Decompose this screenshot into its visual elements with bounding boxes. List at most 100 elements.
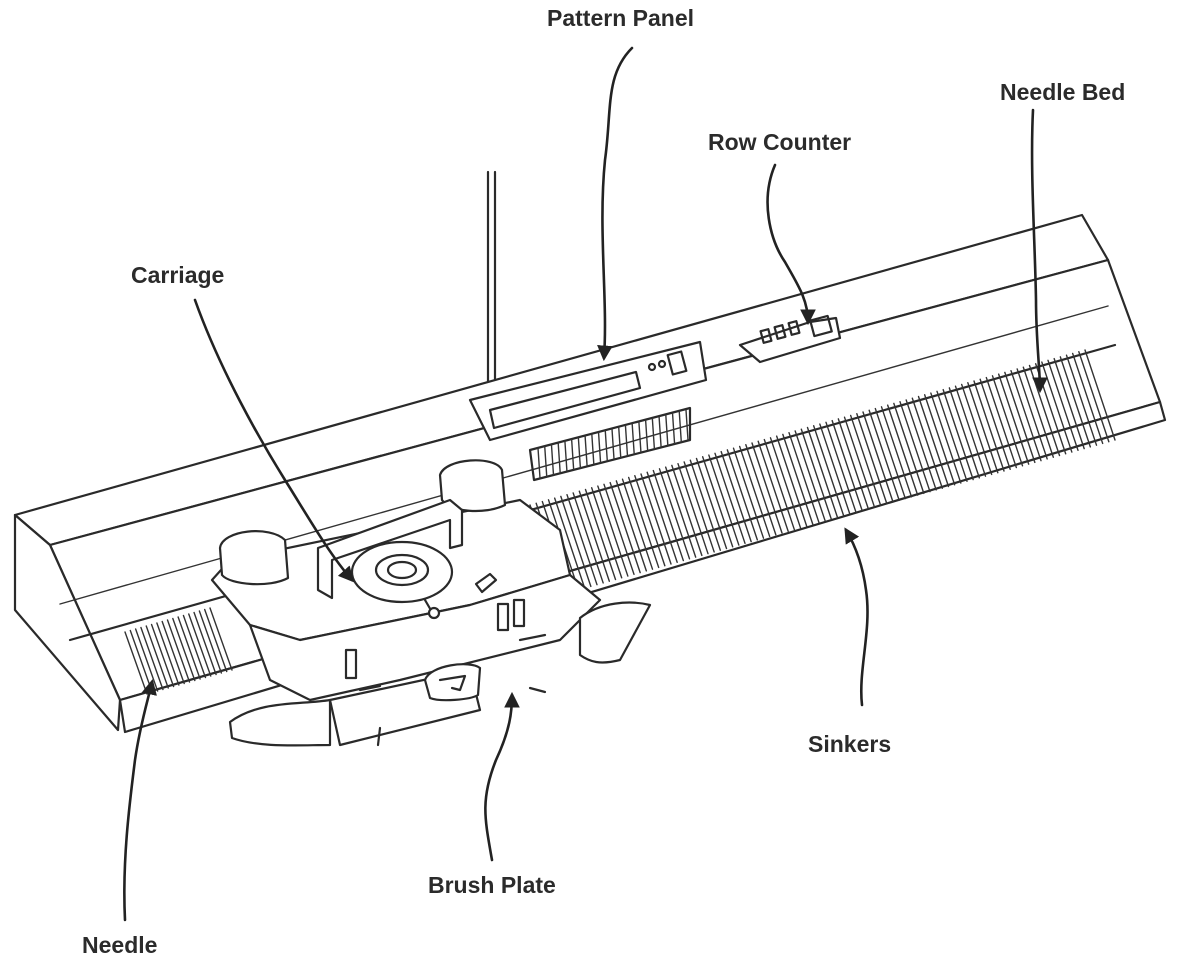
sinker-tooth bbox=[584, 488, 617, 581]
leader-needle bbox=[123, 678, 157, 922]
sinker-tooth bbox=[1078, 351, 1110, 443]
sinker-tooth bbox=[1022, 366, 1055, 458]
grille-slat bbox=[550, 443, 555, 476]
grille-slat bbox=[544, 445, 548, 477]
grille-slat bbox=[557, 442, 561, 474]
sinker-tooth bbox=[948, 387, 981, 479]
grille-slat bbox=[604, 430, 608, 462]
sinker-tooth bbox=[603, 483, 635, 576]
grille-slat bbox=[685, 409, 689, 441]
sinker-tooth bbox=[627, 476, 660, 569]
leader-row-counter bbox=[766, 163, 816, 326]
sinker-tooth bbox=[893, 402, 925, 495]
grille-slat bbox=[631, 423, 635, 455]
grille-slat bbox=[658, 416, 662, 448]
grille-slat bbox=[651, 417, 656, 450]
sinker-tooth bbox=[763, 438, 796, 531]
sinker-tooth bbox=[825, 421, 857, 514]
sinker-tooth bbox=[862, 411, 894, 503]
grille-slat bbox=[638, 421, 642, 453]
grille-slat bbox=[665, 414, 669, 446]
sinker-tooth bbox=[769, 437, 802, 529]
grille-slat bbox=[591, 433, 595, 465]
carriage bbox=[210, 459, 652, 747]
sinker-tooth bbox=[856, 413, 888, 505]
sinker-tooth bbox=[917, 395, 950, 488]
sinker-tooth bbox=[843, 416, 876, 508]
leader-brush-plate bbox=[484, 691, 520, 862]
sinker-tooth bbox=[788, 431, 820, 524]
sinker-tooth bbox=[708, 454, 740, 546]
sinker-tooth bbox=[849, 414, 882, 507]
sinker-tooth bbox=[689, 459, 722, 551]
grille-slat bbox=[618, 426, 622, 458]
needle-tooth bbox=[145, 625, 169, 689]
sinkers-row bbox=[529, 349, 1116, 596]
sinker-tooth bbox=[1065, 354, 1098, 446]
leader-lines bbox=[123, 46, 1048, 922]
sinker-tooth bbox=[578, 490, 611, 582]
sinker-tooth bbox=[1071, 352, 1104, 445]
sinker-tooth bbox=[695, 457, 728, 550]
sinker-tooth bbox=[621, 478, 654, 570]
grille-slat bbox=[570, 438, 575, 471]
sinker-tooth bbox=[831, 419, 863, 512]
sinker-tooth bbox=[794, 430, 826, 522]
needle-tooth bbox=[198, 610, 223, 674]
sinker-tooth bbox=[745, 444, 777, 536]
sinker-tooth bbox=[701, 456, 734, 548]
sinker-tooth bbox=[1047, 359, 1079, 452]
sinker-tooth bbox=[553, 497, 586, 589]
sinker-tooth bbox=[886, 404, 919, 496]
sinker-tooth bbox=[997, 373, 1030, 465]
sinker-tooth bbox=[572, 492, 604, 584]
sinker-tooth bbox=[566, 493, 598, 586]
sinker-tooth bbox=[652, 469, 685, 562]
sinker-tooth bbox=[683, 461, 715, 553]
sinker-tooth bbox=[800, 428, 833, 520]
needle-tooth bbox=[161, 620, 185, 685]
sinker-tooth bbox=[991, 375, 1024, 467]
sinker-tooth bbox=[967, 382, 999, 474]
grille-slat bbox=[671, 412, 676, 445]
needle-tooth bbox=[156, 622, 180, 686]
sinker-tooth bbox=[979, 378, 1011, 470]
sinker-tooth bbox=[782, 433, 814, 526]
sinker-tooth bbox=[819, 423, 851, 515]
sinker-tooth bbox=[646, 471, 678, 563]
sinker-tooth bbox=[726, 449, 759, 541]
sinker-tooth bbox=[634, 475, 666, 567]
sinker-tooth bbox=[1059, 356, 1092, 448]
grille-slat bbox=[611, 428, 615, 460]
sinker-tooth bbox=[597, 485, 629, 577]
leader-pattern-panel bbox=[597, 46, 634, 362]
yarn-mast bbox=[486, 170, 497, 394]
sinker-tooth bbox=[1010, 369, 1042, 462]
sinker-tooth bbox=[812, 425, 845, 517]
needle-tooth bbox=[166, 619, 191, 683]
needle-tooth bbox=[203, 608, 228, 673]
sinker-tooth bbox=[899, 400, 931, 493]
sinker-tooth bbox=[942, 388, 974, 481]
row-counter bbox=[738, 314, 842, 364]
sinker-tooth bbox=[936, 390, 968, 483]
pattern-panel bbox=[468, 340, 708, 482]
needle-tooth bbox=[209, 607, 233, 671]
sinker-tooth bbox=[560, 495, 592, 588]
sinker-tooth bbox=[1053, 357, 1085, 450]
sinker-tooth bbox=[923, 394, 956, 486]
sinker-tooth bbox=[905, 399, 937, 491]
sinker-tooth bbox=[868, 409, 900, 501]
sinker-tooth bbox=[1004, 371, 1036, 464]
sinker-tooth bbox=[930, 392, 962, 484]
grille-slat bbox=[624, 424, 629, 457]
needle-tooth bbox=[177, 616, 201, 680]
sinker-tooth bbox=[954, 385, 987, 477]
sinker-tooth bbox=[720, 450, 752, 543]
sinker-tooth bbox=[615, 480, 648, 572]
sinker-tooth bbox=[874, 407, 907, 500]
sinker-tooth bbox=[751, 442, 783, 534]
sinker-tooth bbox=[985, 376, 1018, 469]
sinker-tooth bbox=[609, 481, 641, 574]
